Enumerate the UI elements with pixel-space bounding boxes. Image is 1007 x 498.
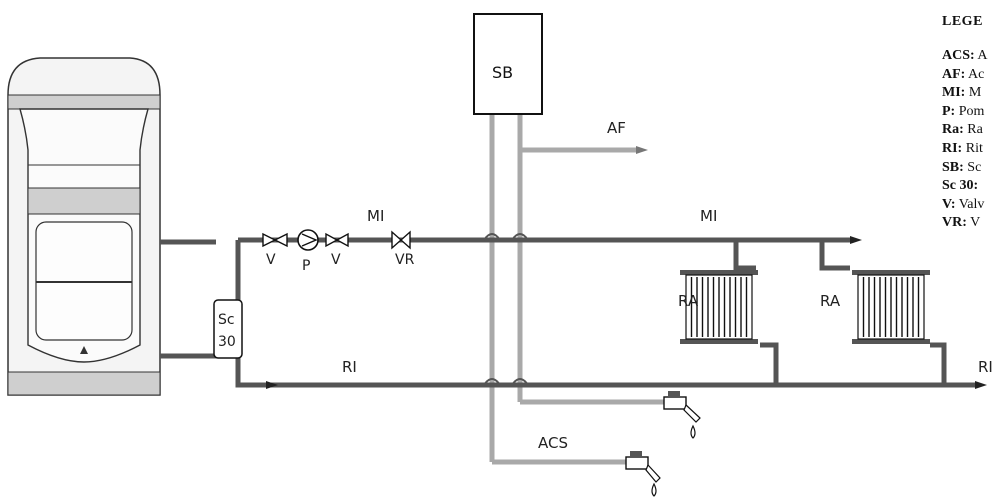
ri-label-left: RI bbox=[342, 358, 357, 376]
legend-key: P: bbox=[942, 103, 956, 119]
pump bbox=[297, 229, 319, 251]
af-label: AF bbox=[607, 119, 626, 137]
radiator-left-label: RA bbox=[678, 292, 699, 310]
legend-key: Sc 30: bbox=[942, 178, 979, 194]
check-valve-label: VR bbox=[395, 252, 415, 268]
legend-item-acs: ACS: A bbox=[942, 47, 1007, 66]
legend-item-mi: MI: M bbox=[942, 84, 1007, 103]
mi-label-right: MI bbox=[700, 207, 717, 225]
legend-key: ACS: bbox=[942, 48, 975, 63]
tap-lower-icon bbox=[625, 451, 661, 497]
heating-pipes bbox=[160, 237, 975, 388]
legend-item-v: V: Valv bbox=[942, 196, 1007, 215]
legend-text: M bbox=[965, 85, 982, 101]
legend-text: Valv bbox=[955, 196, 985, 212]
radiator-right bbox=[852, 270, 930, 344]
legend-key: RI: bbox=[942, 140, 963, 156]
radiator-left bbox=[680, 270, 758, 344]
legend-item-ri: RI: Rit bbox=[942, 140, 1007, 159]
valve-right bbox=[325, 232, 349, 248]
legend-text: V bbox=[966, 215, 981, 231]
sb-label: SB bbox=[492, 63, 513, 82]
flow-arrows bbox=[266, 146, 987, 389]
pump-label: P bbox=[302, 258, 310, 274]
ri-label-right: RI bbox=[978, 358, 993, 376]
legend-text: Ac bbox=[965, 66, 985, 82]
tap-upper-icon bbox=[663, 391, 701, 439]
legend-item-p: P: Pom bbox=[942, 103, 1007, 122]
sanitary-pipes bbox=[489, 112, 664, 465]
legend-text: Sc bbox=[963, 159, 982, 175]
legend-text: Rit bbox=[962, 140, 983, 156]
sc30-label-line2: 30 bbox=[218, 334, 236, 350]
legend-title: LEGE bbox=[942, 14, 983, 29]
valve-left bbox=[262, 232, 288, 248]
legend-item-vr: VR: V bbox=[942, 214, 1007, 233]
legend-text: Ra bbox=[963, 122, 983, 138]
legend: LEGE ACS: A AF: Ac MI: M P: Pom Ra: Ra R… bbox=[942, 14, 1007, 233]
legend-key: AF: bbox=[942, 66, 966, 82]
legend-key: SB: bbox=[942, 159, 964, 175]
sc30-label-line1: Sc bbox=[218, 312, 235, 328]
legend-key: MI: bbox=[942, 85, 966, 101]
legend-item-sc30: Sc 30: bbox=[942, 177, 1007, 196]
sc30-unit bbox=[213, 299, 243, 359]
mi-label-left: MI bbox=[367, 207, 384, 225]
legend-item-ra: Ra: Ra bbox=[942, 121, 1007, 140]
valve-right-label: V bbox=[331, 252, 341, 268]
check-valve bbox=[391, 230, 411, 250]
legend-text: Pom bbox=[955, 103, 985, 119]
acs-label: ACS bbox=[538, 434, 568, 452]
legend-key: Ra: bbox=[942, 122, 964, 138]
pipe-crossovers bbox=[483, 233, 529, 386]
boiler bbox=[7, 57, 161, 396]
legend-item-sb: SB: Sc bbox=[942, 159, 1007, 178]
radiator-right-label: RA bbox=[820, 292, 841, 310]
legend-text: A bbox=[974, 48, 988, 63]
legend-key: VR: bbox=[942, 215, 967, 231]
legend-key: V: bbox=[942, 196, 956, 212]
valve-left-label: V bbox=[266, 252, 276, 268]
sb-tank bbox=[473, 13, 543, 115]
legend-item-af: AF: Ac bbox=[942, 66, 1007, 85]
